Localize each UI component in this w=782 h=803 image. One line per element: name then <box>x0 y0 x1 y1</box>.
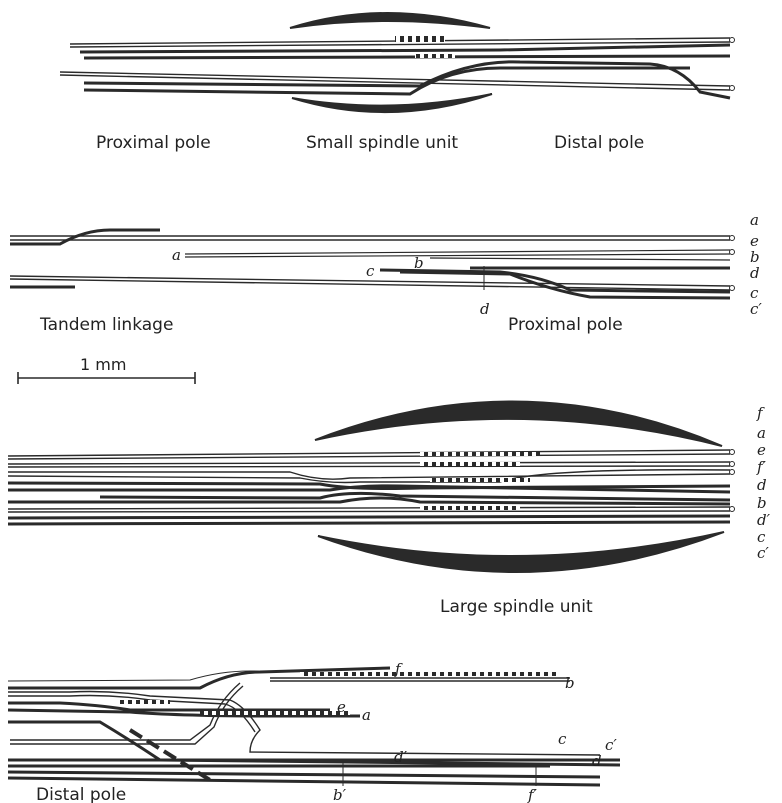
caption-small-spindle-unit: Small spindle unit <box>306 133 458 153</box>
label-tandem-b: b <box>414 254 424 272</box>
large-right-labels: f a e f′ d b d′ c c′ <box>756 404 771 562</box>
label-tandem-a-right: a <box>750 211 759 229</box>
caption-proximal-pole-top: Proximal pole <box>96 133 211 153</box>
caption-distal-pole-top: Distal pole <box>554 133 644 153</box>
label-distal-a: a <box>362 706 371 724</box>
label-large-f-prime: f′ <box>756 458 767 476</box>
caption-proximal-pole-mid: Proximal pole <box>508 315 623 335</box>
label-tandem-d: d <box>480 300 490 318</box>
caption-distal-pole-bottom: Distal pole <box>36 785 126 803</box>
small-spindle-unit-figure <box>60 13 735 112</box>
label-distal-f-prime: f′ <box>527 786 538 803</box>
large-capsule-bottom <box>318 532 724 572</box>
capsule-top <box>290 13 490 28</box>
label-distal-e: e <box>337 698 346 716</box>
small-fibres <box>60 38 730 98</box>
label-distal-d-prime: d′ <box>394 748 408 766</box>
capsule-bottom <box>292 94 492 112</box>
label-distal-b-prime: b′ <box>333 786 347 803</box>
label-distal-b: b <box>565 674 575 692</box>
label-distal-c-prime: c′ <box>605 736 617 754</box>
label-large-d: d <box>757 476 767 494</box>
label-tandem-c: c <box>366 262 375 280</box>
label-tandem-a: a <box>172 246 181 264</box>
label-distal-c: c <box>558 730 567 748</box>
large-capsule-top <box>315 401 722 446</box>
caption-large-spindle-unit: Large spindle unit <box>440 597 593 617</box>
label-tandem-d-right: d <box>750 264 760 282</box>
label-large-a: a <box>757 424 766 442</box>
tandem-right-labels: a e b d c c′ <box>750 211 762 318</box>
label-large-d-prime: d′ <box>757 511 771 529</box>
label-tandem-c-prime-right: c′ <box>750 300 762 318</box>
scale-bar-label: 1 mm <box>80 355 126 374</box>
label-large-f: f <box>756 404 765 422</box>
label-large-c-prime: c′ <box>757 544 769 562</box>
large-spindle-unit-figure <box>8 401 735 572</box>
label-large-b: b <box>757 494 767 512</box>
small-equator <box>395 36 445 42</box>
label-distal-d: d <box>592 752 602 770</box>
caption-tandem-linkage: Tandem linkage <box>39 315 173 335</box>
label-large-e: e <box>757 441 766 459</box>
distal-pole-figure <box>8 668 620 786</box>
